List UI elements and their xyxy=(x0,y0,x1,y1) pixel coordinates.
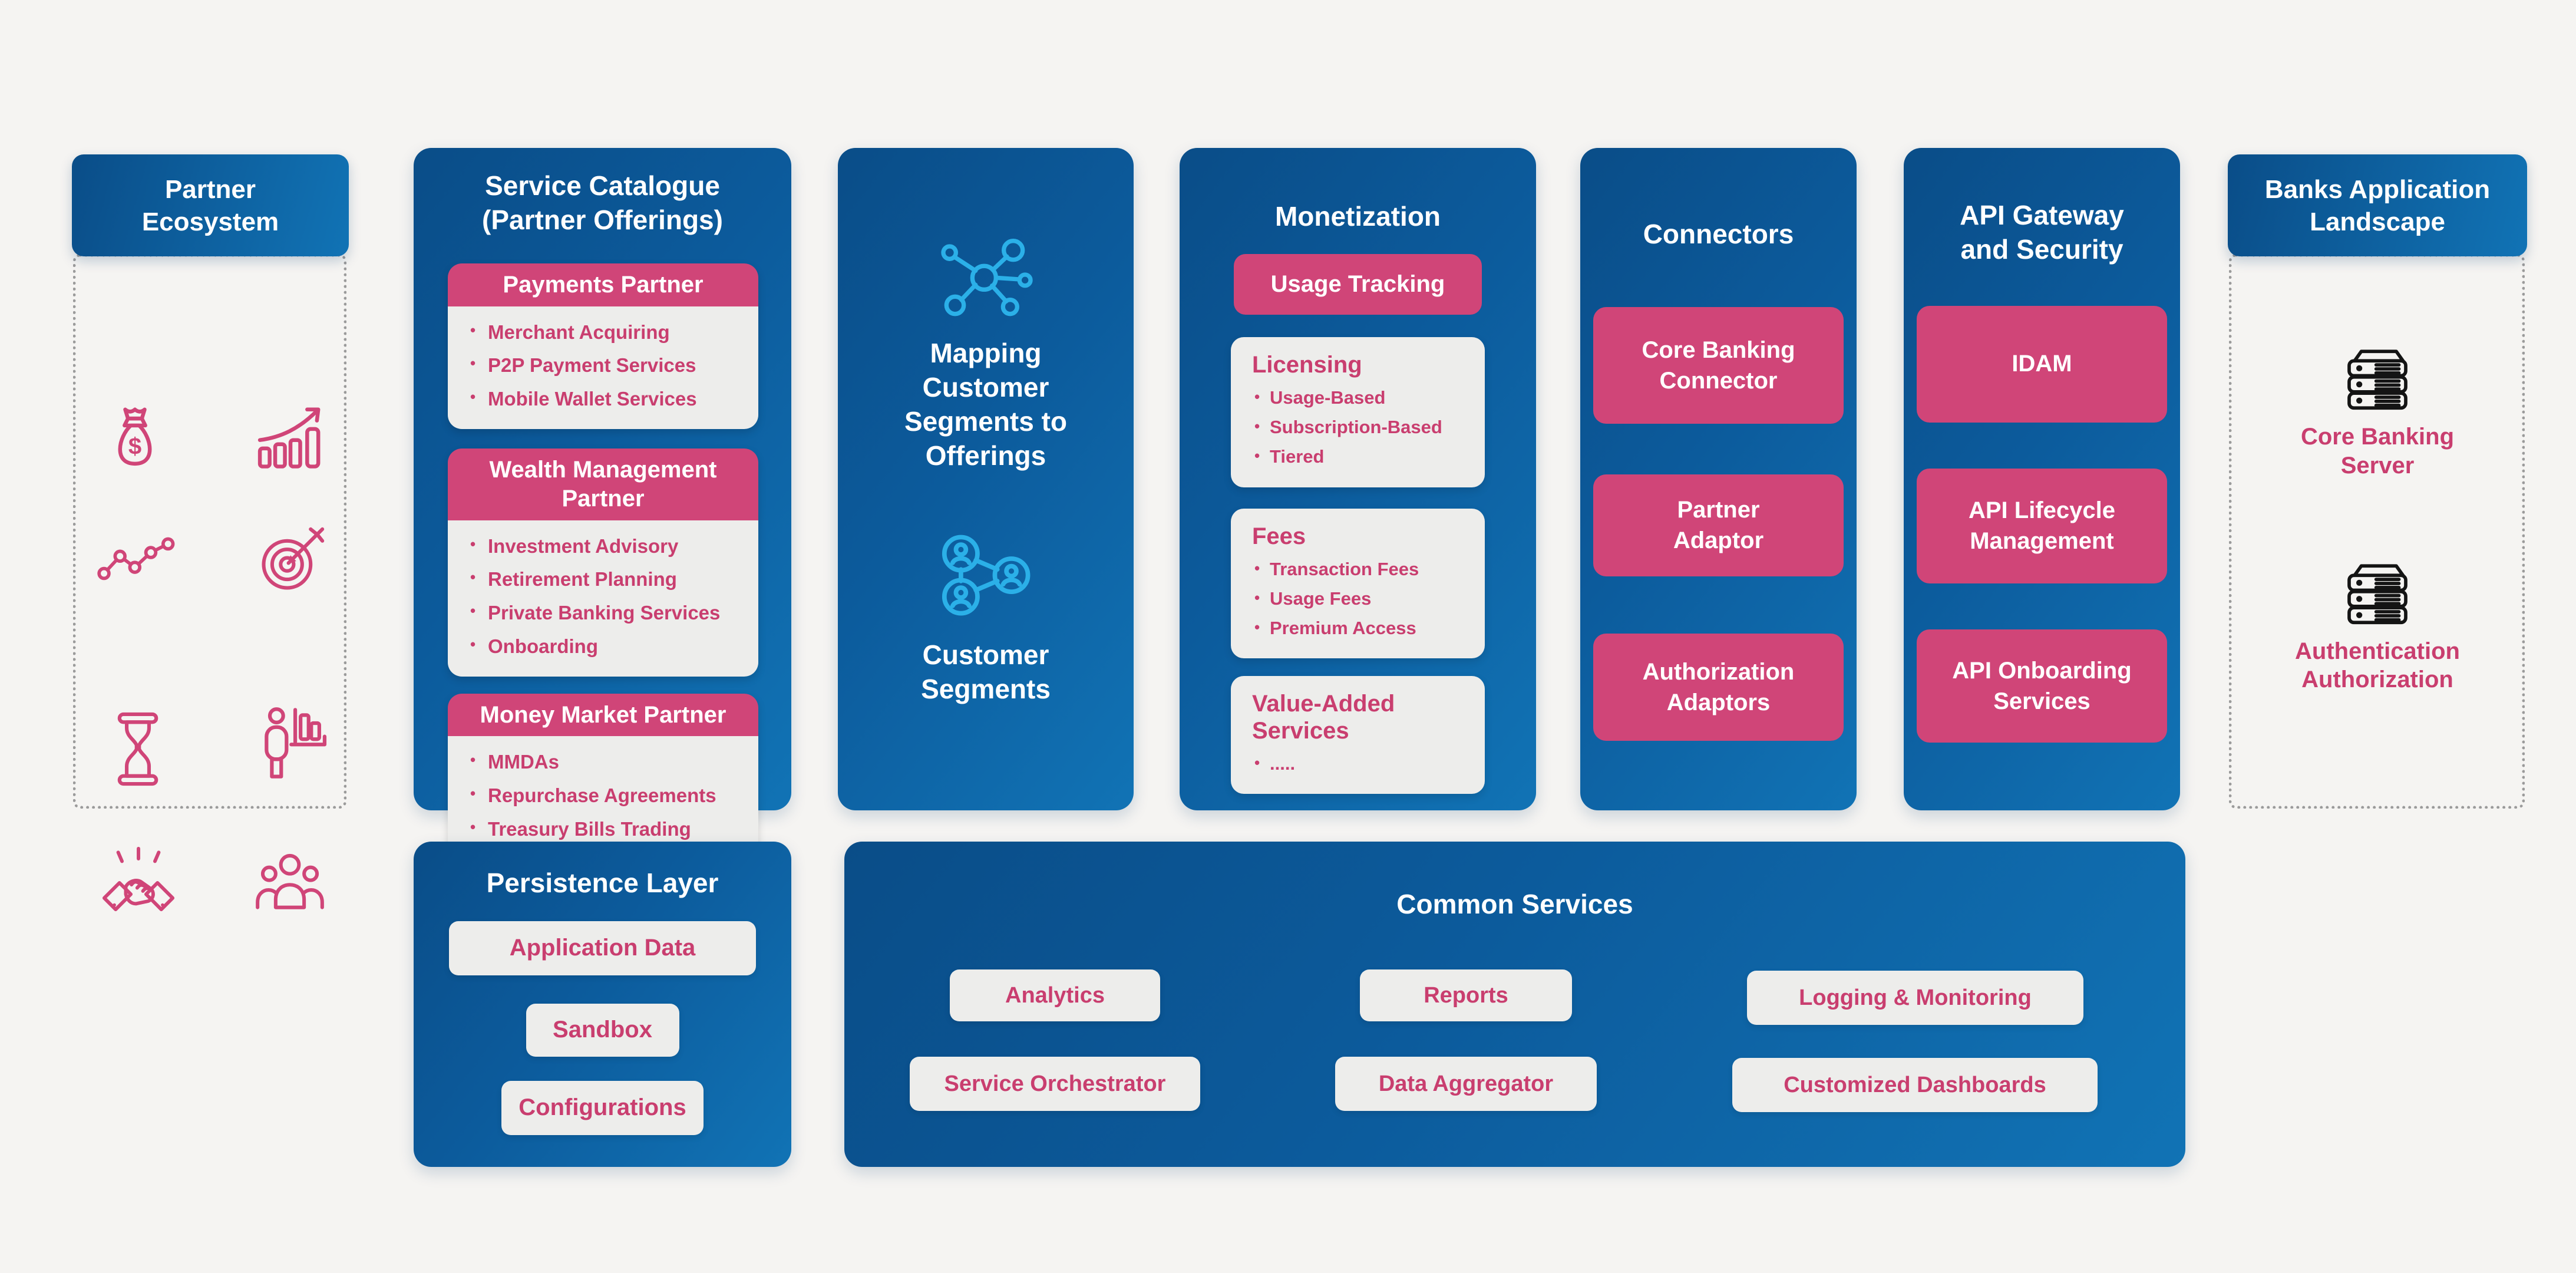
list-item: Tiered xyxy=(1252,442,1479,471)
panel-persistence: Persistence Layer Application Data Sandb… xyxy=(414,842,791,1167)
list-item: Usage Fees xyxy=(1252,584,1479,614)
list-item: Mobile Wallet Services xyxy=(468,382,750,416)
payments-partner-list: Merchant Acquiring P2P Payment Services … xyxy=(468,316,750,416)
common-services-title: Common Services xyxy=(1396,889,1633,919)
panel-connectors: Connectors Core Banking Connector Partne… xyxy=(1580,148,1857,810)
line-chart-icon xyxy=(95,530,180,589)
data-aggregator-box: Data Aggregator xyxy=(1335,1057,1597,1111)
list-item: Treasury Bills Trading xyxy=(468,813,750,846)
monetization-title: Monetization xyxy=(1274,201,1441,232)
people-group-icon xyxy=(249,847,331,919)
wealth-management-list: Investment Advisory Retirement Planning … xyxy=(468,530,750,664)
core-banking-connector-label: Core Banking Connector xyxy=(1642,337,1795,394)
network-icon xyxy=(934,235,1038,324)
list-item: Usage-Based xyxy=(1252,383,1479,413)
analytics-box: Analytics xyxy=(950,969,1160,1021)
core-banking-server-label: Core Banking Server xyxy=(2300,424,2455,479)
presenter-chart-icon xyxy=(249,704,331,782)
panel-monetization: Monetization Usage Tracking Licensing Us… xyxy=(1180,148,1536,810)
customized-dashboards-box: Customized Dashboards xyxy=(1732,1058,2098,1112)
partner-ecosystem-header: Partner Ecosystem xyxy=(72,154,349,256)
value-added-title: Value-Added Services xyxy=(1252,691,1395,744)
payments-partner-block: Payments Partner Merchant Acquiring P2P … xyxy=(448,263,758,429)
authorization-adaptors-box: Authorization Adaptors xyxy=(1593,633,1844,741)
api-lifecycle-box: API Lifecycle Management xyxy=(1917,468,2167,583)
persistence-title: Persistence Layer xyxy=(486,868,719,898)
panel-service-catalogue: Service Catalogue (Partner Offerings) Pa… xyxy=(414,148,791,859)
list-item: Private Banking Services xyxy=(468,596,750,630)
partner-ecosystem-dotted-frame xyxy=(73,254,346,809)
list-item: Onboarding xyxy=(468,630,750,664)
panel-banks-landscape: Banks Application Landscape Core Banking… xyxy=(2228,148,2527,810)
list-item: Retirement Planning xyxy=(468,563,750,596)
svg-text:$: $ xyxy=(128,433,141,459)
core-banking-connector-box: Core Banking Connector xyxy=(1593,306,1844,424)
handshake-icon xyxy=(95,842,181,925)
money-market-list: MMDAs Repurchase Agreements Treasury Bil… xyxy=(468,746,750,846)
fees-list: Transaction Fees Usage Fees Premium Acce… xyxy=(1252,555,1479,644)
partner-adaptor-label: Partner Adaptor xyxy=(1673,497,1764,554)
hourglass-icon xyxy=(103,708,173,790)
customer-network-icon xyxy=(931,532,1041,618)
panel-common-services: Common Services Analytics Reports Loggin… xyxy=(844,842,2185,1167)
usage-tracking-box: Usage Tracking xyxy=(1234,253,1482,315)
idam-label: IDAM xyxy=(2012,351,2072,377)
payments-partner-header: Payments Partner xyxy=(448,263,758,306)
server-stack-icon xyxy=(2340,342,2415,414)
customer-segments-label: Customer Segments xyxy=(921,639,1051,704)
growth-chart-icon xyxy=(252,401,329,473)
api-onboarding-label: API Onboarding Services xyxy=(1952,657,2132,714)
panel-partner-ecosystem: Partner Ecosystem $ xyxy=(72,148,349,912)
licensing-title: Licensing xyxy=(1252,351,1362,378)
partner-adaptor-box: Partner Adaptor xyxy=(1593,474,1844,576)
banks-landscape-header: Banks Application Landscape xyxy=(2228,154,2527,256)
money-market-header: Money Market Partner xyxy=(448,693,758,737)
wealth-management-header: Wealth Management Partner xyxy=(489,456,717,512)
logging-monitoring-box: Logging & Monitoring xyxy=(1747,971,2083,1025)
value-added-group: Value-Added Services ..... xyxy=(1231,676,1485,794)
target-icon xyxy=(253,523,329,598)
list-item: Merchant Acquiring xyxy=(468,316,750,349)
banks-landscape-dotted-frame xyxy=(2229,254,2525,809)
service-catalogue-title: Service Catalogue (Partner Offerings) xyxy=(482,170,723,235)
api-lifecycle-label: API Lifecycle Management xyxy=(1968,497,2115,555)
licensing-group: Licensing Usage-Based Subscription-Based… xyxy=(1231,337,1485,487)
list-item: P2P Payment Services xyxy=(468,349,750,382)
idam-box: IDAM xyxy=(1917,305,2167,423)
list-item: Transaction Fees xyxy=(1252,555,1479,584)
panel-api-gateway: API Gateway and Security IDAM API Lifecy… xyxy=(1904,148,2180,810)
licensing-list: Usage-Based Subscription-Based Tiered xyxy=(1252,383,1479,472)
application-data-box: Application Data xyxy=(449,921,756,975)
fees-title: Fees xyxy=(1252,523,1306,549)
authorization-adaptors-label: Authorization Adaptors xyxy=(1642,658,1795,715)
mapping-title: Mapping Customer Segments to Offerings xyxy=(904,338,1068,471)
reports-box: Reports xyxy=(1360,969,1572,1021)
partner-ecosystem-title: Partner Ecosystem xyxy=(141,174,279,236)
list-item: ..... xyxy=(1252,749,1479,779)
service-orchestrator-box: Service Orchestrator xyxy=(910,1057,1200,1111)
authentication-authorization-label: Authentication Authorization xyxy=(2295,638,2460,693)
money-bag-icon: $ xyxy=(99,401,171,473)
list-item: Subscription-Based xyxy=(1252,413,1479,442)
sandbox-box: Sandbox xyxy=(526,1003,679,1057)
connectors-title: Connectors xyxy=(1643,219,1794,249)
api-gateway-title: API Gateway and Security xyxy=(1960,200,2124,265)
api-onboarding-box: API Onboarding Services xyxy=(1917,629,2167,743)
configurations-box: Configurations xyxy=(501,1080,704,1135)
panel-mapping: Mapping Customer Segments to Offerings C… xyxy=(838,148,1134,810)
list-item: Repurchase Agreements xyxy=(468,779,750,813)
value-added-list: ..... xyxy=(1252,749,1479,779)
banks-landscape-title: Banks Application Landscape xyxy=(2264,174,2491,236)
wealth-management-block: Wealth Management Partner Investment Adv… xyxy=(448,448,758,677)
server-stack-icon xyxy=(2340,557,2415,629)
list-item: Premium Access xyxy=(1252,614,1479,643)
money-market-block: Money Market Partner MMDAs Repurchase Ag… xyxy=(448,693,758,859)
fees-group: Fees Transaction Fees Usage Fees Premium… xyxy=(1231,508,1485,659)
list-item: Investment Advisory xyxy=(468,530,750,563)
list-item: MMDAs xyxy=(468,746,750,779)
